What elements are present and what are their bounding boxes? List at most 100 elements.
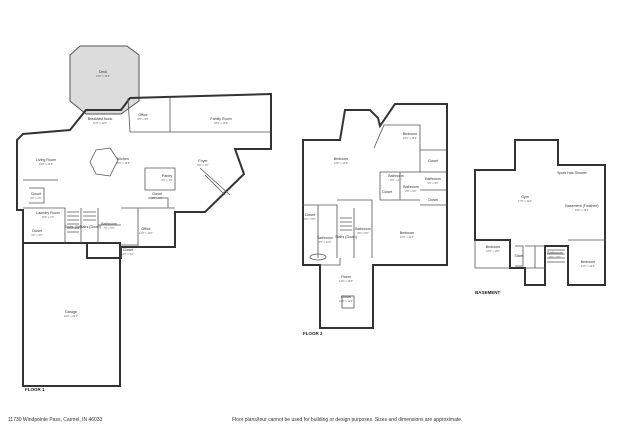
room-dimensions: 16'0" x 14'6" (39, 162, 53, 166)
room-label: Closet (31, 192, 41, 196)
room-dimensions: 8'0" x 5'6" (405, 189, 416, 193)
stair-treads (83, 211, 96, 221)
closet-shelf (341, 295, 355, 309)
room-label: Bathroom (317, 236, 333, 240)
room-label: Closet (428, 198, 438, 202)
room-dimensions: 13'0" x 11'0" (339, 299, 353, 303)
room-label: Stairs (Down) (335, 235, 357, 239)
interior-wall (420, 149, 447, 206)
room-label: Bathroom (425, 177, 441, 181)
room-dimensions: 9'6" x 9'6" (137, 117, 148, 121)
room-dimensions: 12'0" x 11'0" (486, 249, 500, 253)
kitchen-island (89, 147, 119, 177)
stair-treads (67, 211, 79, 233)
closet-wall (29, 187, 45, 204)
room-dimensions: 15'6" x 11'6" (400, 235, 414, 239)
room-dimensions: 10'6" x 11'0" (93, 121, 107, 125)
room-dimensions: 13'6" x 13'6" (581, 264, 595, 268)
room-label: Bedroom (581, 260, 596, 264)
room-dimensions: 5'0" x 9'0" (427, 181, 438, 185)
room-dimensions: 14'0" x 13'6" (339, 279, 353, 283)
room-dimensions: 18'3" x 15'0" (214, 121, 228, 125)
room-label: Bedroom (486, 245, 501, 249)
interior-wall (320, 258, 341, 266)
room-label: Pantry (162, 174, 173, 178)
room-label: Stairs (Down) (79, 225, 101, 229)
room-dimensions: 17'6" x 11'6" (518, 199, 532, 203)
room-label: Foyer (198, 159, 208, 163)
room-dimensions: 12'6" x 13'0" (334, 161, 348, 165)
room-label: Closet (32, 229, 42, 233)
room-dimensions: 16'6" x 18'3" (403, 136, 417, 140)
room-label: Bedroom (403, 132, 418, 136)
room-dimensions: 12'0" x 11'0" (139, 231, 153, 235)
floor-2-label: FLOOR 2 (303, 331, 323, 336)
room-label: Bathroom (388, 174, 404, 178)
room-dimensions: 7'6" x 5'6" (103, 226, 114, 230)
room-dimensions: 34'6" x 19'0" (575, 208, 589, 212)
floor-1-outer-wall (16, 92, 272, 259)
room-dimensions: 10'6" x 7'0" (42, 215, 55, 219)
room-dimensions: 8'6" x 5'0" (549, 255, 560, 259)
room-label: Bathroom (355, 227, 371, 231)
room-label: Closet (305, 213, 315, 217)
room-label: Closet (382, 190, 392, 194)
room-label: Room (341, 275, 351, 279)
floor-2-outer-wall (302, 103, 448, 329)
room-label: Stairs (Up) (64, 225, 81, 229)
room-dimensions: 5'0" x 2'6" (30, 196, 41, 200)
room-label: Bathroom (101, 222, 117, 226)
room-label: Bathroom (547, 251, 563, 255)
closet-wall (120, 244, 138, 258)
room-dimensions: 4'0" x 3'0" (31, 233, 42, 237)
interior-wall (373, 124, 421, 173)
room-dimensions: 8'0" x 4'6" (390, 178, 401, 182)
garage-wall (22, 242, 121, 387)
foyer-stairs (199, 167, 231, 196)
room-dimensions: 8'6" x 5'0" (357, 231, 368, 235)
room-dimensions: 6'0" x 10'0" (319, 240, 332, 244)
room-label: Office (138, 113, 147, 117)
stair-treads (547, 249, 565, 263)
room-label: Deck (99, 70, 107, 74)
bathroom-wall (97, 208, 121, 243)
room-dimensions: 4'0" x 3'0" (122, 252, 133, 256)
room-dimensions: 15'6" x 13'6" (116, 161, 130, 165)
office-wall-2 (121, 207, 175, 247)
interior-wall (303, 204, 338, 258)
basement-plan: Gym 17'6" x 11'6" Spots Has Shower Basem… (474, 139, 606, 295)
bathtub (309, 253, 327, 261)
basement-outer-wall (474, 139, 606, 286)
room-label: Basement (Finished) (565, 204, 598, 208)
room-label: Office (141, 227, 150, 231)
interior-wall (337, 199, 373, 258)
room-dimensions: 9'6" x 7'0" (197, 163, 208, 167)
room-dimensions: 22'0" x 23'0" (64, 314, 78, 318)
room-label: Stairs (514, 254, 523, 258)
room-dimensions: 5'0" x 4'0" (161, 178, 172, 182)
stair-treads (340, 217, 352, 231)
room-label: Bathroom (403, 185, 419, 189)
room-label: Breakfast Nook (88, 117, 113, 121)
room-label: Garage (65, 310, 77, 314)
room-label: Closet (428, 159, 438, 163)
floor-1-plan: Deck 16'0" x 16'0" Breakfast Nook 10'6" … (16, 45, 272, 392)
floor-1-label: FLOOR 1 (25, 387, 45, 392)
interior-wall (379, 172, 420, 201)
interior-wall (525, 245, 545, 269)
room-label: Bedroom (400, 231, 415, 235)
address-text: 11730 Windpointe Pass, Carmel, IN 46033 (8, 417, 103, 423)
room-label: Kitchen (117, 157, 129, 161)
room-label: Spots Has Shower (557, 171, 588, 175)
room-label: Living Room (36, 158, 56, 162)
basement-label: BASEMENT (475, 290, 501, 295)
disclaimer-text: Floor plans/tour cannot be used for buil… (232, 417, 463, 423)
office-wall (127, 97, 171, 133)
interior-wall (515, 245, 524, 267)
closet-wall (148, 197, 169, 208)
room-label: Laundry Room (36, 211, 60, 215)
room-dimensions: 5'0" x 5'6" (304, 217, 315, 221)
room-label: Gym (521, 195, 529, 199)
room-label: Closet (152, 192, 162, 196)
